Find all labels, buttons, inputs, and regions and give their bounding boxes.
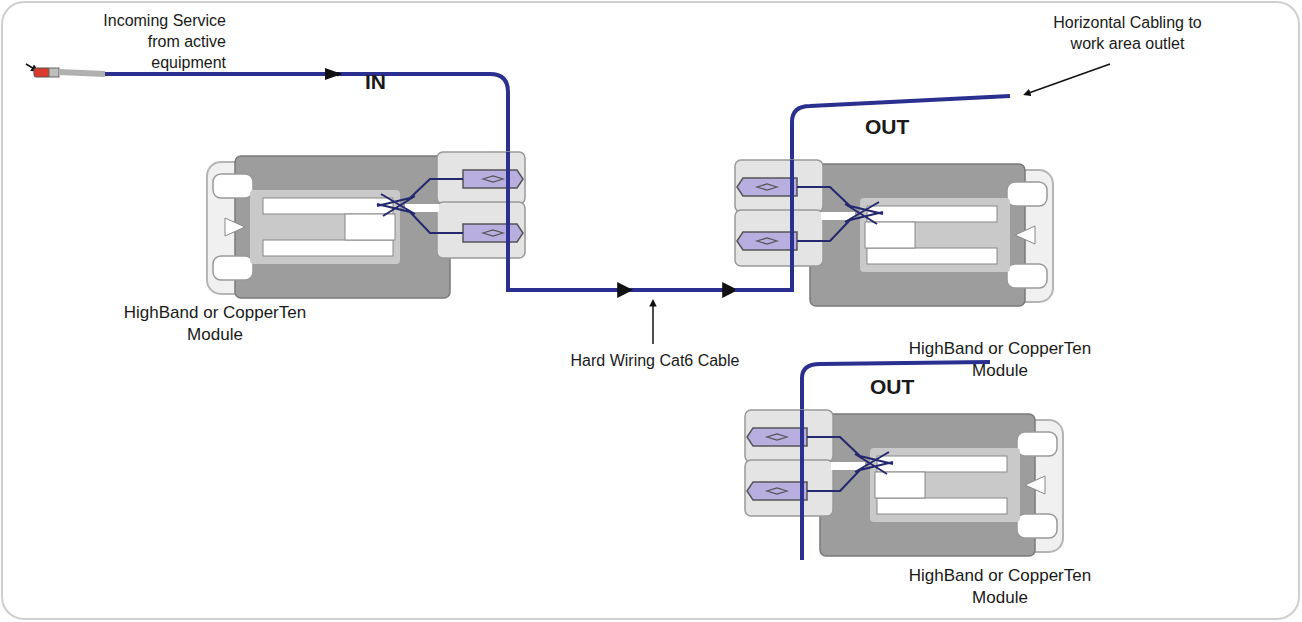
punchdown-module: OUTHighBand or CopperTen Module — [735, 160, 1055, 310]
port-label: OUT — [865, 115, 909, 139]
hard-wiring-cable — [525, 288, 735, 292]
horizontal-cable — [802, 362, 990, 410]
flow-arrow — [325, 68, 342, 80]
module-drawing — [745, 410, 1065, 560]
punchdown-module: OUTHighBand or CopperTen Module — [745, 410, 1065, 560]
port-label: OUT — [870, 375, 914, 399]
callout-label: Horizontal Cabling to work area outlet — [1040, 12, 1215, 54]
plug — [34, 68, 50, 77]
cable-jacket — [59, 72, 105, 74]
module-drawing — [735, 160, 1055, 310]
callout-label: Hard Wiring Cat6 Cable — [540, 350, 770, 371]
horizontal-cable — [792, 96, 1010, 160]
leader-line — [1026, 64, 1110, 94]
incoming-cable — [105, 74, 508, 152]
module-drawing — [205, 152, 525, 302]
module-name: HighBand or CopperTen Module — [900, 338, 1100, 382]
callout-label: Incoming Service from active equipment — [88, 10, 226, 73]
module-name: HighBand or CopperTen Module — [900, 565, 1100, 609]
leader-line — [652, 302, 654, 344]
module-name: HighBand or CopperTen Module — [115, 302, 315, 346]
punchdown-module: INHighBand or CopperTen Module — [205, 152, 525, 302]
port-label: IN — [365, 70, 386, 94]
plug-boot — [49, 68, 59, 77]
